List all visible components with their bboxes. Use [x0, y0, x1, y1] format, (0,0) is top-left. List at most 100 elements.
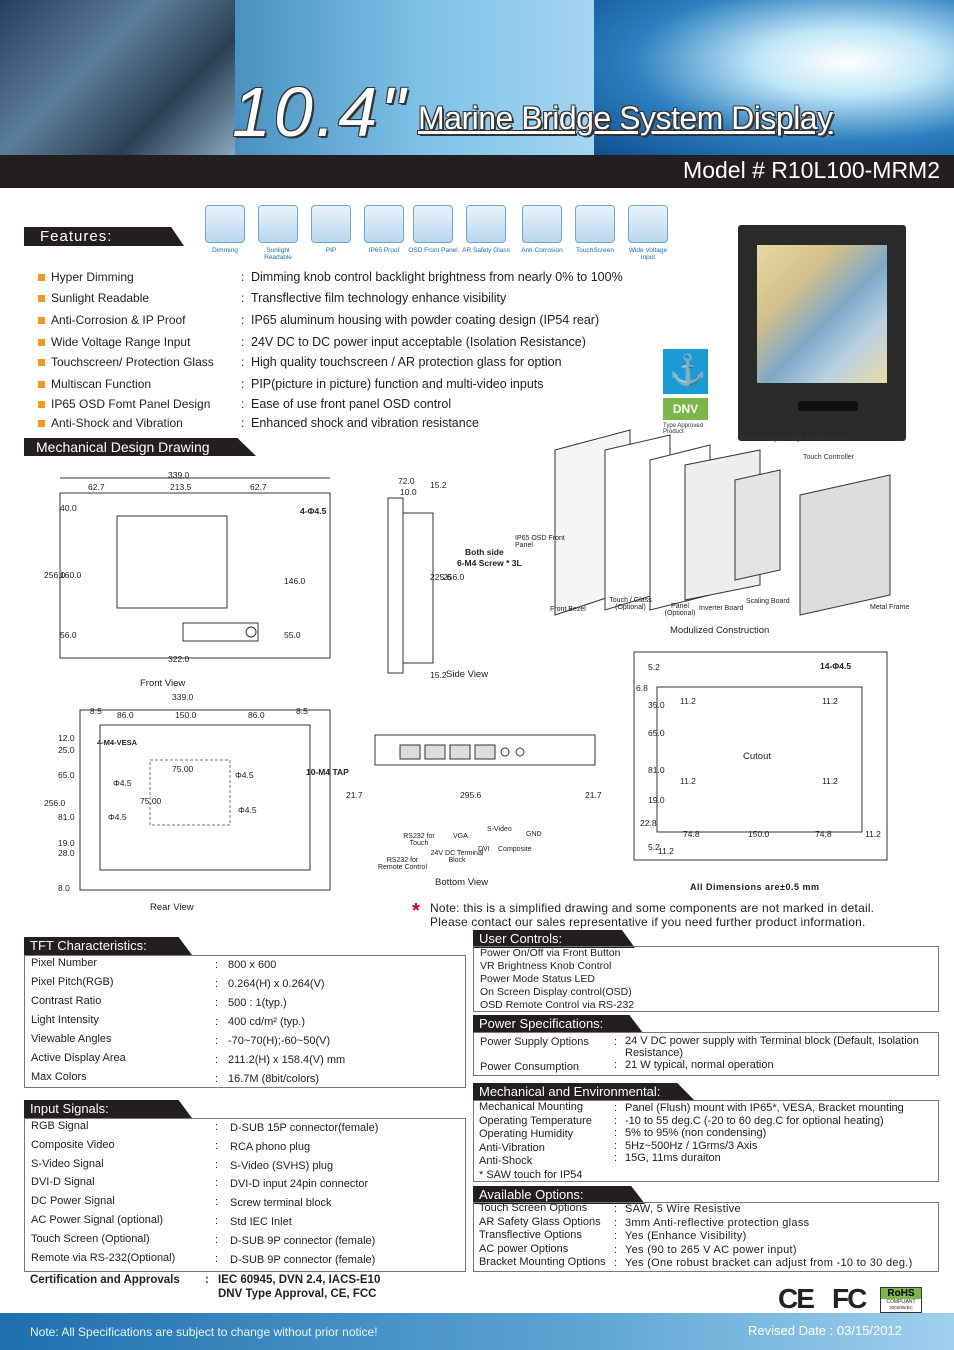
dim: 25.0 [58, 745, 75, 755]
asterisk-icon: * [412, 900, 420, 922]
tft-label: Pixel Pitch(RGB) [31, 976, 114, 988]
mech-env-heading: Mechanical and Environmental: [473, 1083, 695, 1101]
chart-screen [757, 245, 887, 383]
bullet-icon [38, 419, 45, 427]
feature-name: Multiscan Function [51, 377, 152, 391]
colon: : [215, 1054, 219, 1066]
dim: 11.2 [680, 696, 696, 706]
feature-desc: Transflective film technology enhance vi… [251, 291, 507, 305]
dim: 11.2 [865, 829, 881, 839]
option-label: Touch Screen Options [479, 1202, 588, 1214]
colon: : [215, 1252, 219, 1265]
tft-value: 800 x 600 [228, 959, 277, 971]
dim: 10.0 [400, 487, 417, 497]
feature-row: Anti-Shock and Vibration:Enhanced shock … [38, 416, 479, 430]
bullet-icon [38, 273, 45, 281]
dim: 256.0 [44, 570, 66, 580]
dim: 19.0 [648, 795, 665, 805]
port-label: VGA [453, 833, 468, 840]
dim: 21.7 [346, 790, 363, 800]
option-value: Yes (One robust bracket can adjust from … [625, 1257, 913, 1270]
dim: 339.0 [172, 692, 194, 702]
input-value: RCA phono plug [230, 1140, 311, 1153]
dim: 86.0 [248, 710, 265, 720]
rear-view-caption: Rear View [150, 902, 194, 913]
input-value: S-Video (SVHS) plug [230, 1159, 334, 1172]
bottom-view-caption: Bottom View [435, 877, 489, 888]
dim: 11.2 [680, 776, 696, 786]
feature-name: Touchscreen/ Protection Glass [51, 355, 214, 369]
bullet-icon [38, 400, 45, 408]
revised-date: Revised Date : 03/15/2012 [748, 1323, 902, 1338]
feature-desc: Ease of use front panel OSD control [251, 397, 452, 411]
side-view-caption: Side View [446, 669, 489, 680]
colon: : [614, 1203, 618, 1215]
mech-env-label: Mechanical Mounting [479, 1101, 583, 1113]
colon: : [614, 1152, 618, 1165]
dim: Φ4.5 [108, 812, 127, 822]
inputs-heading: Input Signals: [24, 1100, 192, 1118]
input-label: Composite Video [31, 1138, 115, 1151]
colon: : [215, 1035, 219, 1047]
input-label: RGB Signal [31, 1120, 89, 1132]
dnv-logo: DNV [663, 398, 708, 420]
colon: : [614, 1257, 618, 1270]
doc-title: Marine Bridge System Display [418, 100, 833, 136]
side-view-drawing [387, 497, 434, 674]
feature-name: Sunlight Readable [51, 291, 150, 305]
display-size: 10.4" [232, 73, 409, 151]
dim: 55.0 [284, 630, 301, 640]
touch-controller-label: Touch Controller [803, 454, 854, 461]
bullet-icon [38, 380, 45, 388]
tft-label: Contrast Ratio [31, 995, 102, 1007]
bullet-icon [38, 358, 45, 366]
explode-label: IP65 OSD Front Panel [515, 535, 565, 549]
feature-row: Sunlight Readable: Transflective film tec… [38, 291, 506, 305]
hole-label: 4-Φ4.5 [300, 506, 327, 516]
power-table [473, 1032, 939, 1076]
colon: : [614, 1216, 618, 1229]
mech-env-label: * SAW touch for IP54 [479, 1169, 583, 1181]
tft-label: Max Colors [31, 1071, 87, 1083]
feature-row: Wide Voltage Range Input:24V DC to DC po… [38, 335, 586, 349]
feature-desc: Enhanced shock and vibration resistance [251, 416, 479, 430]
dim: 339.0 [168, 470, 190, 480]
mech-env-label: Operating Humidity [479, 1128, 574, 1141]
ce-logo: CE [778, 1283, 815, 1314]
dim: 74.8 [683, 829, 700, 839]
hole-label: 14-Φ4.5 [820, 661, 852, 671]
tft-value: 0.264(H) x 0.264(V) [228, 978, 325, 990]
power-module-label: Wide Voltage Range Power Module [740, 435, 851, 442]
tft-label: Viewable Angles [31, 1033, 112, 1045]
input-value: Screw terminal block [230, 1197, 332, 1210]
footer-bar [0, 1313, 954, 1350]
colon: : [241, 291, 245, 305]
cert-line-1: IEC 60945, DVN 2.4, IACS-E10 [218, 1274, 381, 1286]
feature-row: IP65 OSD Fomt Panel Design:Ease of use f… [38, 397, 451, 411]
dim: 322.0 [168, 654, 190, 664]
cert-line-2: DNV Type Approval, CE, FCC [218, 1288, 377, 1300]
feature-name: Anti-Shock and Vibration [51, 416, 183, 430]
cert-label: Certification and Approvals [30, 1274, 180, 1286]
note-line-2: Please contact our sales representative … [430, 915, 866, 929]
feature-name: Hyper Dimming [51, 270, 134, 284]
feature-row: Hyper Dimming:Dimming knob control backl… [38, 270, 623, 284]
feature-icon-label: PIP [325, 247, 337, 254]
port-label: DVI [478, 846, 490, 853]
colon: : [215, 1215, 219, 1227]
dim: 146.0 [284, 576, 306, 586]
colon: : [241, 313, 245, 327]
feature-icon-label: Wide Voltage Input [628, 247, 668, 261]
input-value: D-SUB 9P connector (female) [230, 1234, 376, 1247]
feature-desc: Dimming knob control backlight brightnes… [251, 270, 623, 284]
colon: : [215, 978, 219, 990]
colon: : [614, 1102, 618, 1114]
feature-icon-label: Dimming [212, 247, 238, 254]
port-label: S-Video [487, 826, 512, 833]
dim: 256.0 [44, 798, 66, 808]
dim: 21.7 [585, 790, 602, 800]
bridge-photo [0, 0, 235, 155]
bullet-icon [38, 294, 45, 302]
feature-row: Multiscan Function:PIP(picture in pictur… [38, 377, 544, 391]
note-line-1: Note: this is a simplified drawing and s… [430, 901, 875, 915]
